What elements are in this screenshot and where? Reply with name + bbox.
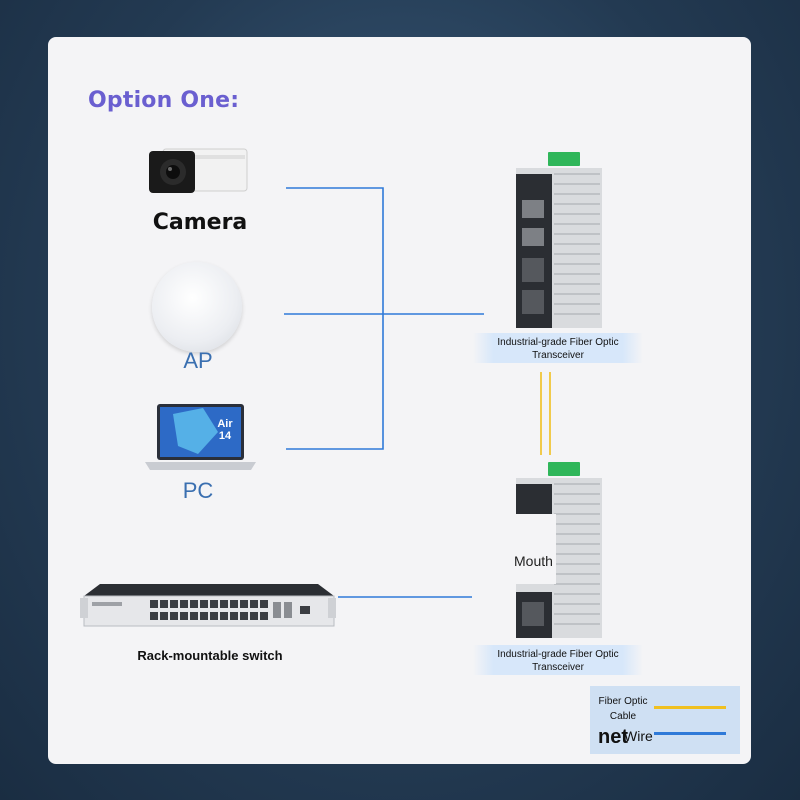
- legend-wire-label: Wire: [624, 728, 653, 744]
- legend-fiber-line1: Fiber Optic: [598, 696, 648, 707]
- laptop-icon: Air 14: [143, 402, 258, 472]
- legend-fiber-label: Fiber Optic Cable: [598, 694, 648, 724]
- fiber-transceiver-icon-top: [516, 152, 602, 328]
- wire-camera: [286, 187, 384, 314]
- transceiver-label-top: Industrial-grade Fiber Optic Transceiver: [473, 333, 643, 363]
- diagram-title: Option One:: [88, 88, 240, 113]
- ap-label: AP: [183, 348, 213, 373]
- transceiver-label-bottom: Industrial-grade Fiber Optic Transceiver: [473, 645, 643, 675]
- switch-label: Rack-mountable switch: [137, 648, 283, 663]
- transceiver-label-top-line1: Industrial-grade Fiber Optic: [497, 337, 619, 348]
- camera-icon: [149, 148, 248, 193]
- legend: Fiber Optic Cable net Wire: [590, 686, 740, 754]
- wire-pc: [286, 314, 384, 450]
- transceiver-label-top-line2: Transceiver: [532, 350, 584, 361]
- legend-wire-swatch: [654, 732, 726, 735]
- camera-label: Camera: [152, 210, 248, 235]
- legend-fiber-line2: Cable: [609, 711, 637, 722]
- wire-lines: [284, 187, 484, 598]
- legend-net-label: net: [598, 726, 628, 748]
- legend-fiber-swatch: [654, 706, 726, 709]
- rack-switch-icon: [80, 584, 336, 627]
- pc-label: PC: [182, 478, 214, 503]
- laptop-shape: [145, 404, 256, 470]
- fiber-lines: [540, 372, 551, 455]
- transceiver-label-bottom-line1: Industrial-grade Fiber Optic: [497, 649, 619, 660]
- access-point-icon: [152, 262, 242, 352]
- laptop-screen-text: Air 14: [217, 418, 233, 442]
- fiber-transceiver-icon-bottom: [516, 462, 602, 638]
- mouth-label: Mouth: [514, 553, 553, 569]
- transceiver-label-bottom-line2: Transceiver: [532, 662, 584, 673]
